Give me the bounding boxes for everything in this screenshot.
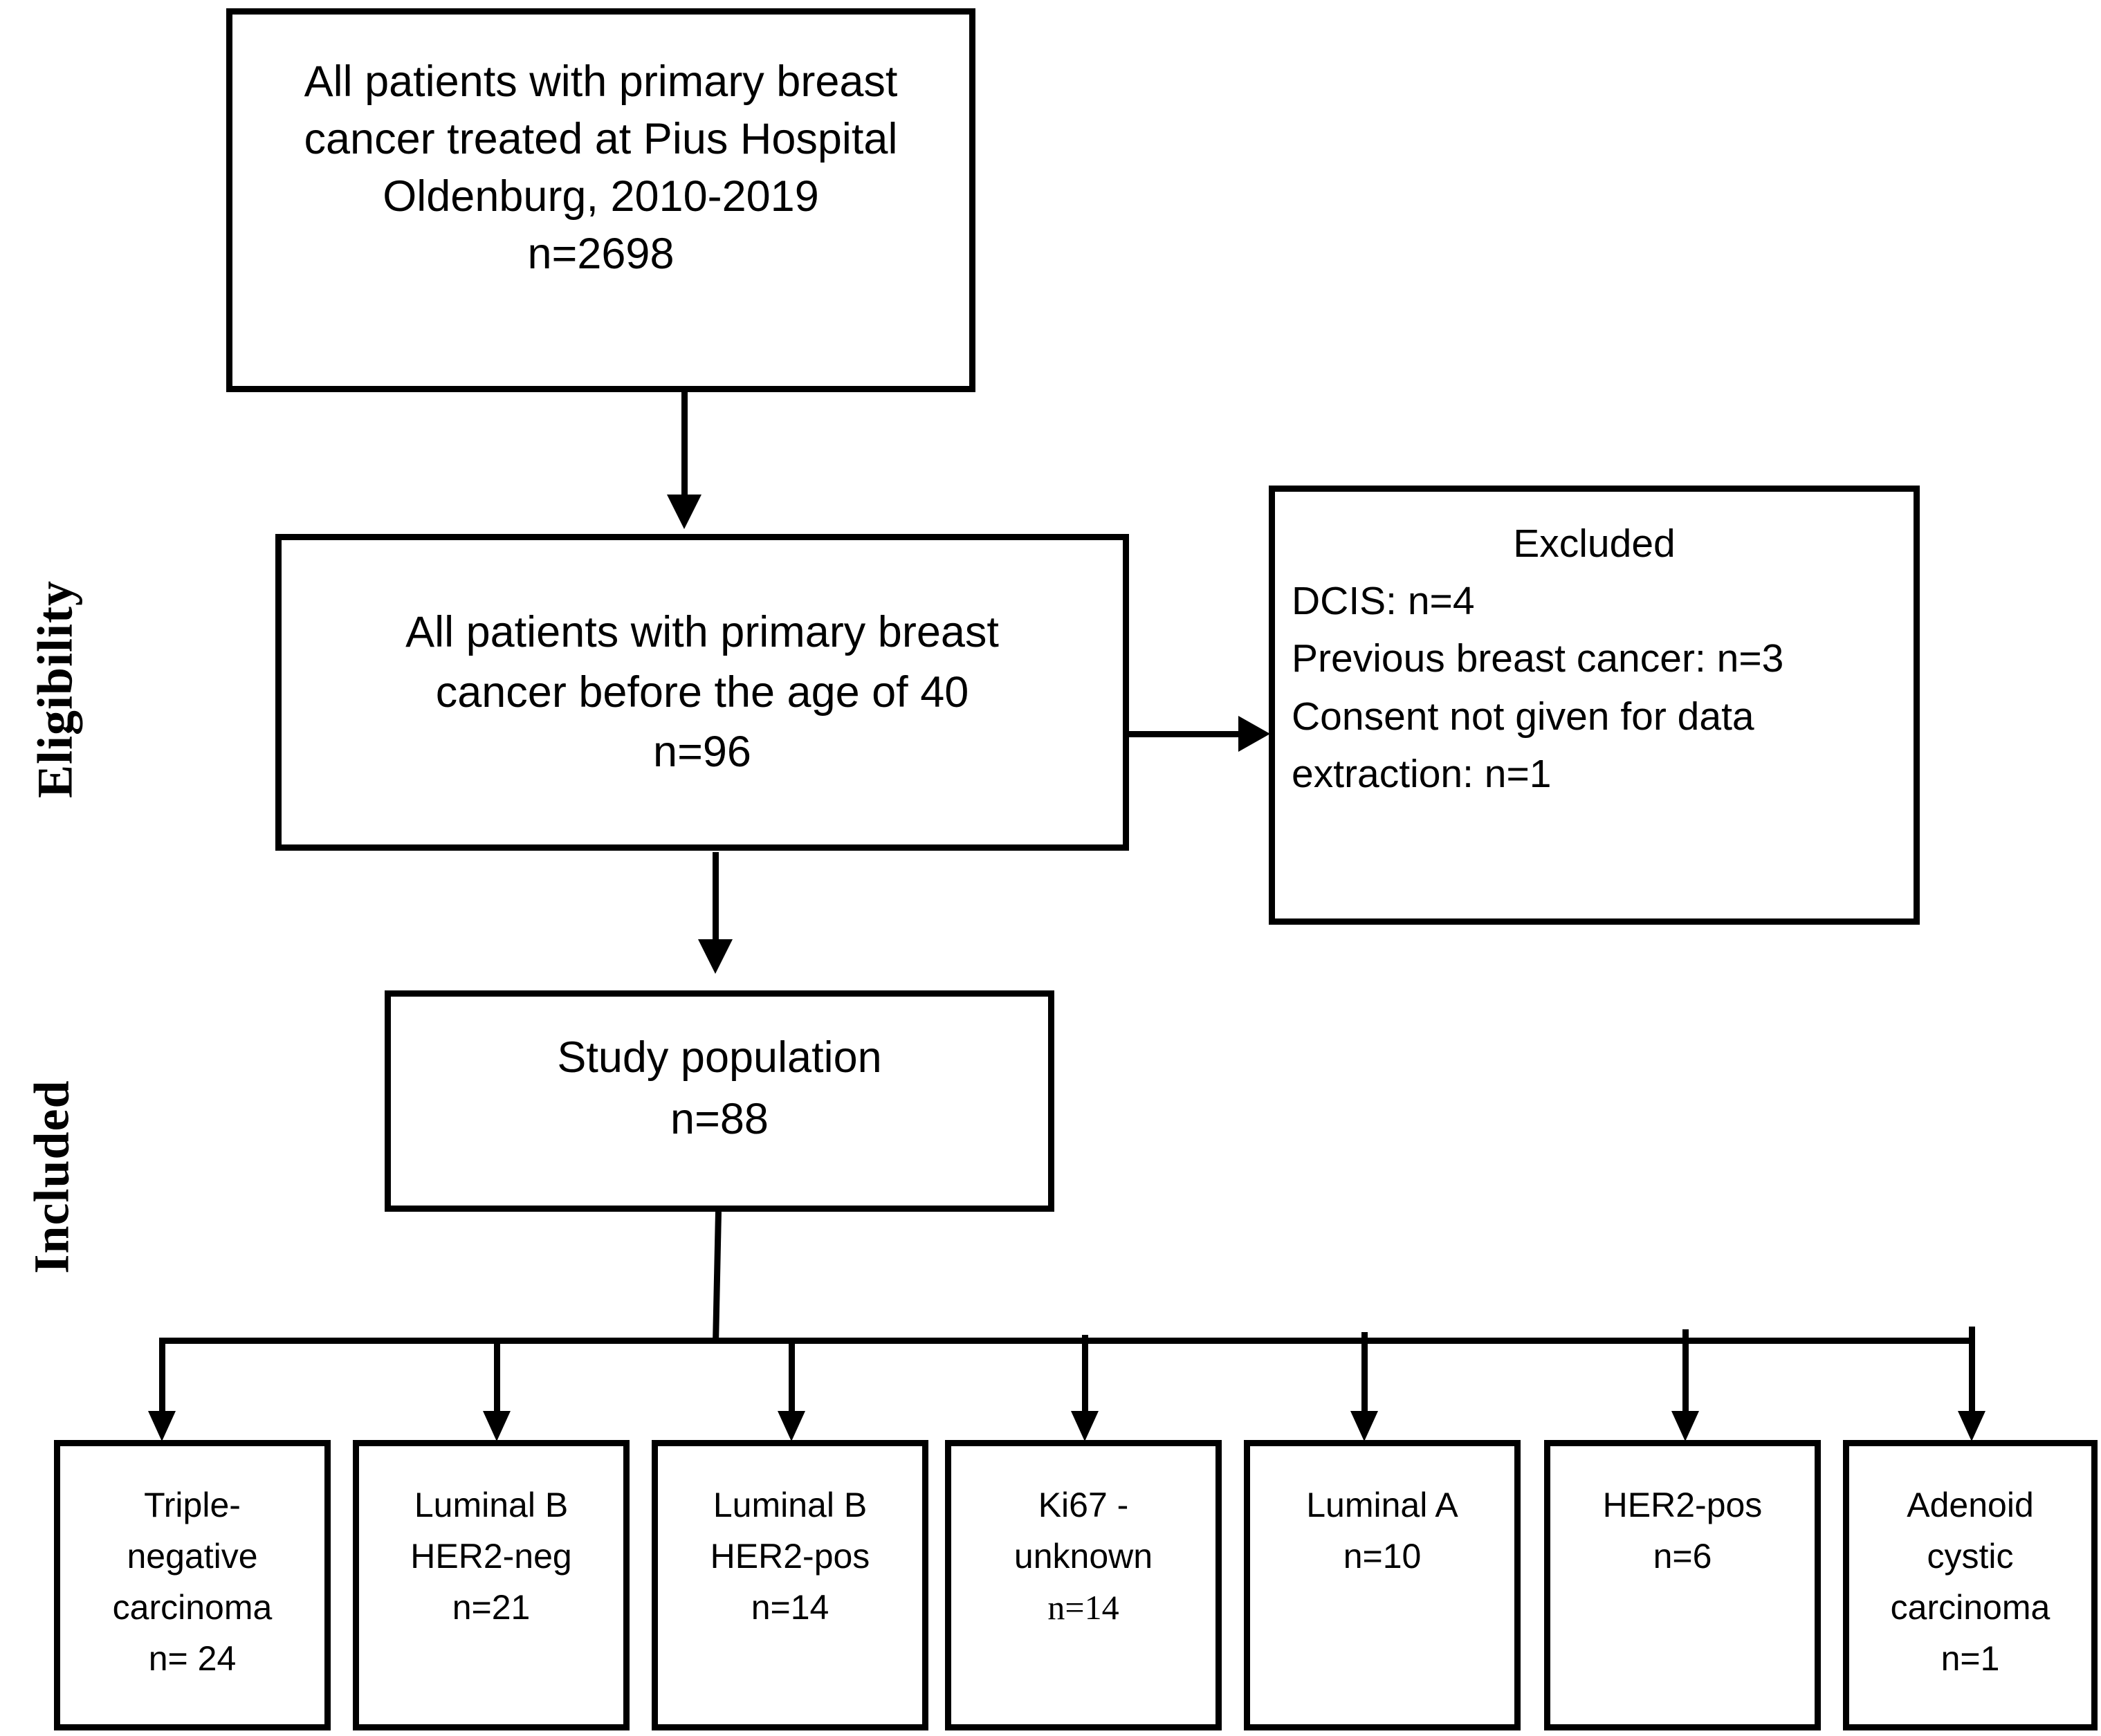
node-subgroup-ki67-unknown: Ki67 - unknown n=14 [945, 1440, 1222, 1730]
eligible-count: n=96 [653, 728, 751, 777]
subgroup-3-line-2: HER2-pos [710, 1537, 870, 1576]
arrowhead-branch-5 [1350, 1411, 1378, 1441]
excluded-line-1: DCIS: n=4 [1292, 579, 1475, 624]
node-subgroup-luminal-b-her2-pos: Luminal B HER2-pos n=14 [652, 1440, 928, 1730]
subgroup-7-line-2: cystic [1927, 1537, 2014, 1576]
subgroup-1-count: n= 24 [148, 1639, 237, 1678]
node-subgroup-luminal-b-her2-neg: Luminal B HER2-neg n=21 [353, 1440, 630, 1730]
source-count: n=2698 [527, 230, 675, 279]
node-excluded: Excluded DCIS: n=4 Previous breast cance… [1269, 486, 1920, 925]
study-count: n=88 [670, 1095, 769, 1144]
study-line-1: Study population [557, 1033, 882, 1082]
subgroup-2-line-1: Luminal B [414, 1486, 569, 1524]
subgroup-7-line-1: Adenoid [1907, 1486, 2034, 1524]
node-subgroup-triple-negative: Triple- negative carcinoma n= 24 [54, 1440, 331, 1730]
subgroup-1-line-1: Triple- [144, 1486, 241, 1524]
subgroup-6-count: n=6 [1653, 1537, 1712, 1576]
subgroup-4-line-1: Ki67 - [1038, 1486, 1129, 1524]
subgroup-5-count: n=10 [1343, 1537, 1422, 1576]
connector-fanout-bar [159, 1338, 1975, 1344]
node-study-population: Study population n=88 [385, 990, 1054, 1212]
source-line-3: Oldenburg, 2010-2019 [383, 172, 819, 221]
node-subgroup-her2-pos: HER2-pos n=6 [1544, 1440, 1821, 1730]
connector-branch-6 [1682, 1329, 1689, 1414]
connector-branch-2 [494, 1342, 500, 1414]
eligible-line-1: All patients with primary breast [405, 607, 999, 656]
subgroup-1-line-3: carcinoma [112, 1588, 273, 1627]
excluded-line-2: Previous breast cancer: n=3 [1292, 636, 1784, 681]
arrowhead-branch-1 [148, 1411, 176, 1441]
connector-eligible-to-excluded [1129, 731, 1243, 737]
connector-branch-4 [1082, 1335, 1088, 1414]
excluded-heading: Excluded [1513, 521, 1676, 566]
subgroup-2-count: n=21 [452, 1588, 531, 1627]
arrowhead-branch-7 [1958, 1411, 1985, 1441]
connector-eligible-to-study [713, 852, 719, 942]
excluded-line-3: Consent not given for data [1292, 694, 1754, 739]
subgroup-4-count: n=14 [1047, 1588, 1119, 1627]
arrowhead-branch-2 [483, 1411, 511, 1441]
connector-branch-5 [1361, 1332, 1368, 1414]
arrowhead-eligible-to-study [698, 939, 733, 974]
section-label-included: Included [24, 1080, 80, 1274]
arrowhead-eligible-to-excluded [1238, 716, 1270, 752]
subgroup-7-count: n=1 [1941, 1639, 2000, 1678]
subgroup-7-line-3: carcinoma [1890, 1588, 2050, 1627]
node-subgroup-luminal-a: Luminal A n=10 [1244, 1440, 1521, 1730]
subgroup-6-line-1: HER2-pos [1602, 1486, 1763, 1524]
arrowhead-branch-4 [1071, 1411, 1099, 1441]
connector-branch-1 [159, 1338, 165, 1414]
subgroup-4-line-2: unknown [1013, 1537, 1153, 1576]
subgroup-3-line-1: Luminal B [713, 1486, 868, 1524]
section-label-eligibility: Eligibility [27, 580, 83, 799]
arrowhead-branch-6 [1671, 1411, 1699, 1441]
connector-source-to-eligible [681, 392, 688, 497]
source-line-1: All patients with primary breast [304, 57, 898, 106]
subgroup-3-count: n=14 [751, 1588, 829, 1627]
connector-branch-3 [789, 1340, 795, 1414]
excluded-line-4: extraction: n=1 [1292, 751, 1552, 796]
eligible-line-2: cancer before the age of 40 [435, 667, 969, 717]
arrowhead-branch-3 [778, 1411, 805, 1441]
node-source-population: All patients with primary breast cancer … [226, 8, 975, 392]
node-subgroup-adenoid-cystic: Adenoid cystic carcinoma n=1 [1843, 1440, 2098, 1730]
subgroup-2-line-2: HER2-neg [410, 1537, 572, 1576]
subgroup-5-line-1: Luminal A [1306, 1486, 1458, 1524]
source-line-2: cancer treated at Pius Hospital [304, 115, 898, 164]
subgroup-1-line-2: negative [127, 1537, 258, 1576]
node-eligible-population: All patients with primary breast cancer … [275, 534, 1129, 851]
connector-branch-7 [1969, 1327, 1975, 1414]
connector-study-stem [713, 1211, 722, 1344]
arrowhead-source-to-eligible [667, 495, 701, 529]
